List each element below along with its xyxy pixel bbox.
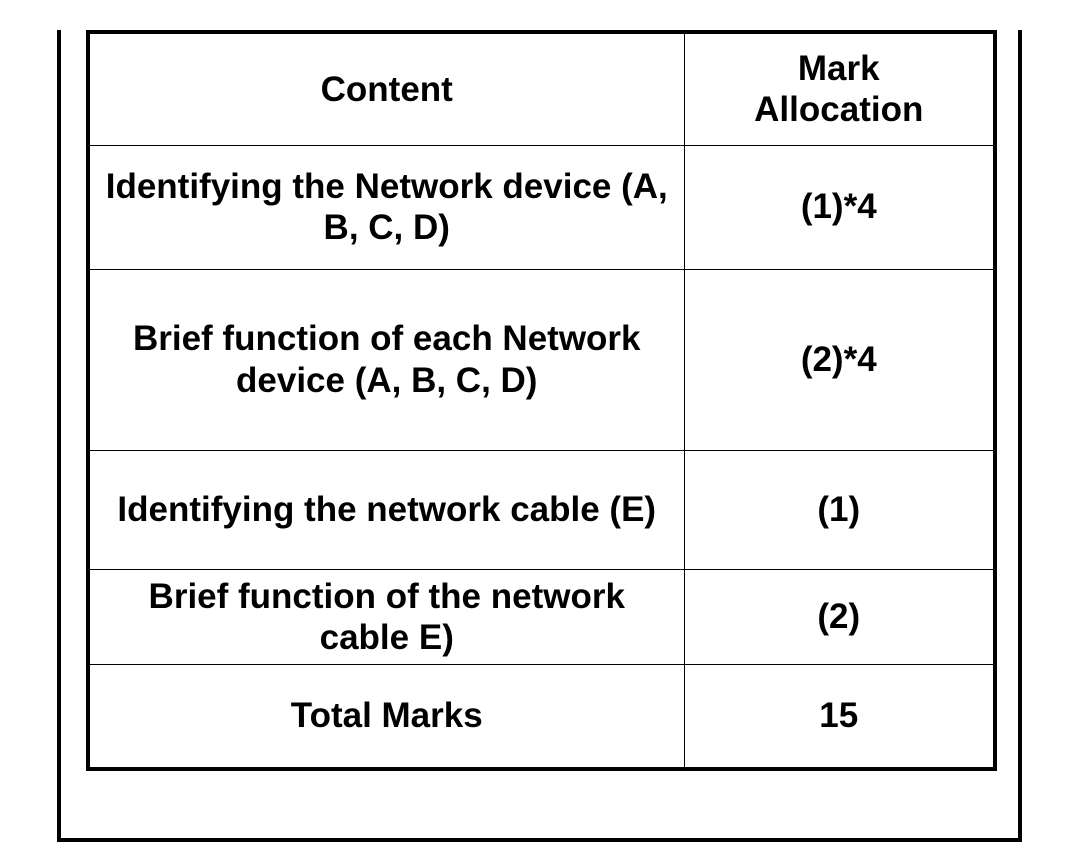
row-marks-identify-network-device: (1)*4 bbox=[683, 144, 997, 270]
column-header-content: Content bbox=[86, 30, 685, 146]
row-content-total-marks: Total Marks bbox=[86, 664, 685, 771]
table-row: Identifying the Network device (A, B, C,… bbox=[86, 144, 997, 270]
table-row: Brief function of the network cable E) (… bbox=[86, 568, 997, 666]
table-row: Brief function of each Network device (A… bbox=[86, 268, 997, 451]
row-marks-identify-network-cable: (1) bbox=[683, 449, 997, 570]
row-content-function-network-cable: Brief function of the network cable E) bbox=[86, 568, 685, 666]
column-header-mark-line2: Allocation bbox=[754, 90, 924, 130]
row-content-identify-network-device: Identifying the Network device (A, B, C,… bbox=[86, 144, 685, 270]
row-content-identify-network-cable: Identifying the network cable (E) bbox=[86, 449, 685, 570]
table-row-total: Total Marks 15 bbox=[86, 664, 997, 771]
row-marks-function-network-cable: (2) bbox=[683, 568, 997, 666]
column-header-mark-line1: Mark bbox=[797, 48, 880, 88]
table-row: Identifying the network cable (E) (1) bbox=[86, 449, 997, 570]
row-marks-total: 15 bbox=[683, 664, 997, 771]
row-marks-function-network-device: (2)*4 bbox=[683, 268, 997, 451]
row-content-function-network-device: Brief function of each Network device (A… bbox=[86, 268, 685, 451]
